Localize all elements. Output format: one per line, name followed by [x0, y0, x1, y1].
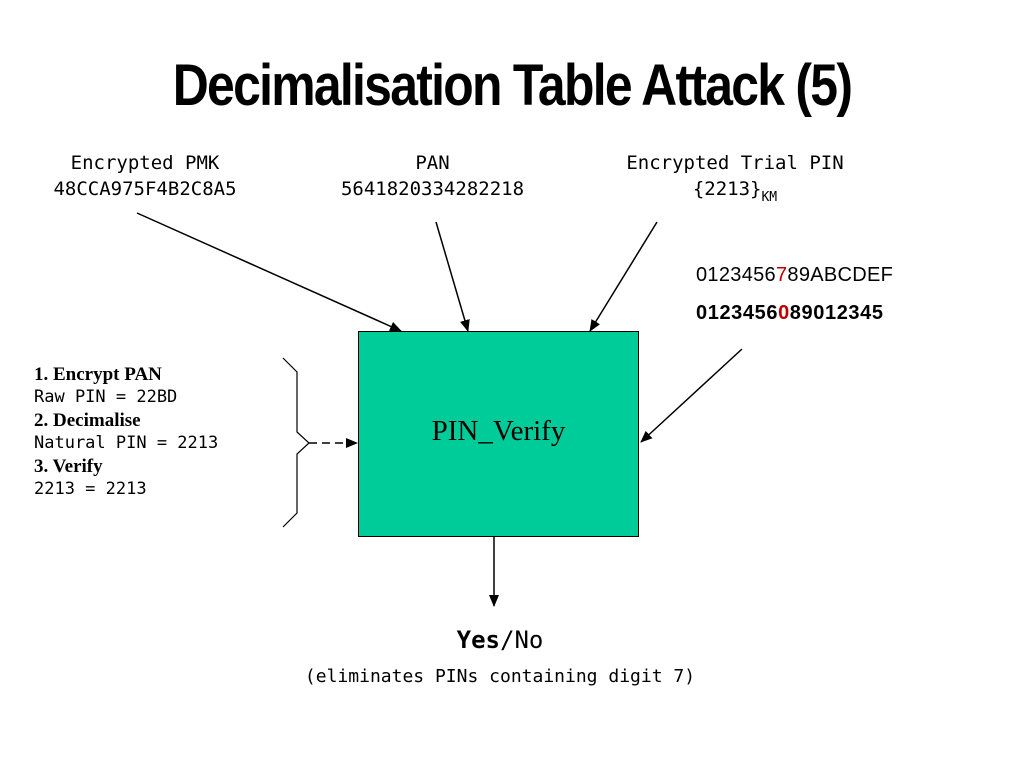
pan-arrow: [435, 221, 470, 332]
trial-pin-arrow: [589, 221, 658, 332]
result-line: Yes/No: [0, 626, 1000, 654]
trial-pin-value-line: {2213}KM: [585, 178, 885, 205]
step-3-detail: 2213 = 2213: [34, 479, 147, 499]
pmk-block: Encrypted PMK 48CCA975F4B2C8A5: [20, 152, 270, 200]
result-note: (eliminates PINs containing digit 7): [304, 666, 696, 687]
steps-brace: [282, 357, 310, 528]
steps-list: 1. Encrypt PAN Raw PIN = 22BD 2. Decimal…: [34, 364, 218, 499]
pan-value: 5641820334282218: [340, 178, 525, 200]
hex-row: 0123456789ABCDEF: [696, 264, 893, 287]
trial-pin-label: Encrypted Trial PIN: [626, 152, 844, 174]
pmk-label: Encrypted PMK: [70, 152, 220, 174]
dec-row: 0123456089012345: [696, 302, 884, 325]
slide-title: Decimalisation Table Attack (5): [172, 53, 853, 118]
step-2-detail: Natural PIN = 2213: [34, 433, 219, 453]
pan-label: PAN: [415, 152, 450, 174]
result-yes: Yes: [456, 626, 500, 654]
dectable-arrow: [640, 348, 743, 443]
pin-verify-box: PIN_Verify: [358, 331, 639, 537]
trial-pin-value: {2213}: [692, 178, 762, 200]
dec-row-after: 89012345: [789, 302, 884, 324]
trial-pin-block: Encrypted Trial PIN {2213}KM: [585, 152, 885, 205]
dec-row-before: 0123456: [696, 302, 779, 324]
dec-row-highlight: 0: [778, 302, 790, 324]
pmk-arrow: [136, 212, 402, 332]
hex-row-highlight: 7: [775, 264, 788, 286]
step-2-title: 2. Decimalise: [34, 410, 141, 431]
pan-block: PAN 5641820334282218: [305, 152, 560, 200]
step-1-title: 1. Encrypt PAN: [34, 364, 162, 385]
pin-verify-label: PIN_Verify: [431, 414, 566, 447]
result-no: No: [514, 626, 544, 654]
step-3-title: 3. Verify: [34, 456, 103, 477]
pmk-value: 48CCA975F4B2C8A5: [53, 178, 237, 200]
hex-row-after: 89ABCDEF: [787, 264, 894, 286]
result-separator: /: [500, 626, 515, 654]
step-1-detail: Raw PIN = 22BD: [34, 387, 178, 407]
trial-pin-subscript: KM: [761, 190, 778, 205]
hex-row-before: 0123456: [696, 264, 776, 286]
